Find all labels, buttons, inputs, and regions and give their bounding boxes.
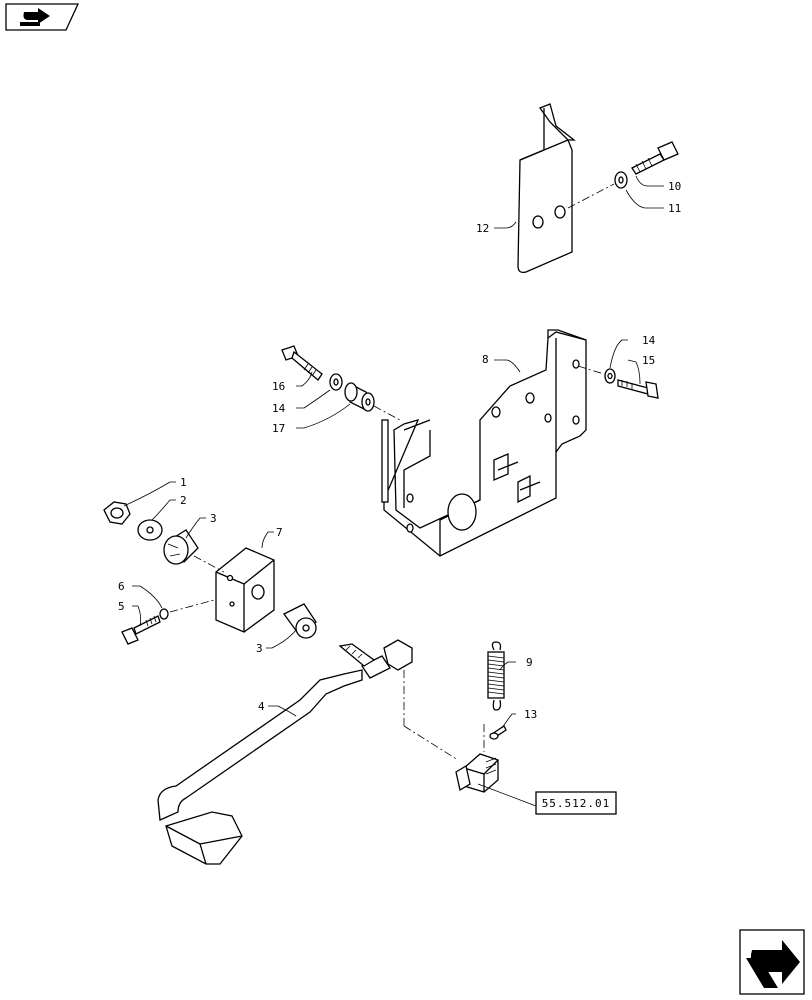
callout-4: 4 (258, 700, 265, 713)
bolt-part-16 (281, 345, 323, 381)
callout-2: 2 (180, 494, 187, 507)
callout-9: 9 (526, 656, 533, 669)
nut-part-1 (103, 501, 131, 525)
reference-box-label: 55.512.01 (542, 797, 611, 810)
bushing-part-3-lower (283, 603, 317, 639)
block-part-7 (215, 547, 275, 633)
callout-1: 1 (180, 476, 187, 489)
screw-part-13 (489, 725, 507, 740)
callout-3-lower: 3 (256, 642, 263, 655)
bolt-part-15 (617, 379, 659, 399)
washer-part-14-left (329, 373, 343, 391)
callout-15: 15 (642, 354, 655, 367)
washer-part-14-right (604, 368, 616, 384)
bolt-part-10 (631, 141, 679, 175)
callout-labels: 12 10 11 8 14 15 16 14 17 1 2 3 7 6 5 3 … (118, 180, 681, 721)
bushing-part-3-upper (163, 529, 199, 565)
callout-11: 11 (668, 202, 681, 215)
spacer-part-17 (344, 382, 375, 412)
callout-14-right: 14 (642, 334, 656, 347)
bracket-part-8 (381, 329, 587, 557)
callout-5: 5 (118, 600, 125, 613)
page-back-arrow-icon[interactable] (5, 3, 80, 31)
pedal-part-4 (157, 639, 413, 865)
callout-3-upper: 3 (210, 512, 217, 525)
reference-box[interactable]: 55.512.01 (535, 791, 617, 815)
callout-10: 10 (668, 180, 681, 193)
callout-12: 12 (476, 222, 489, 235)
callout-14-left: 14 (272, 402, 286, 415)
callout-7: 7 (276, 526, 283, 539)
callout-17: 17 (272, 422, 285, 435)
callout-16: 16 (272, 380, 285, 393)
switch-component (455, 753, 499, 793)
washer-part-11 (614, 171, 628, 189)
washer-part-6 (159, 608, 169, 620)
page-forward-arrow-icon[interactable] (739, 929, 805, 995)
callout-8: 8 (482, 353, 489, 366)
callout-13: 13 (524, 708, 537, 721)
bolt-part-5 (121, 615, 161, 645)
leader-lines (123, 175, 664, 729)
callout-6: 6 (118, 580, 125, 593)
washer-part-2 (137, 519, 163, 541)
plate-part-12 (517, 103, 576, 274)
spring-part-9 (487, 641, 505, 711)
